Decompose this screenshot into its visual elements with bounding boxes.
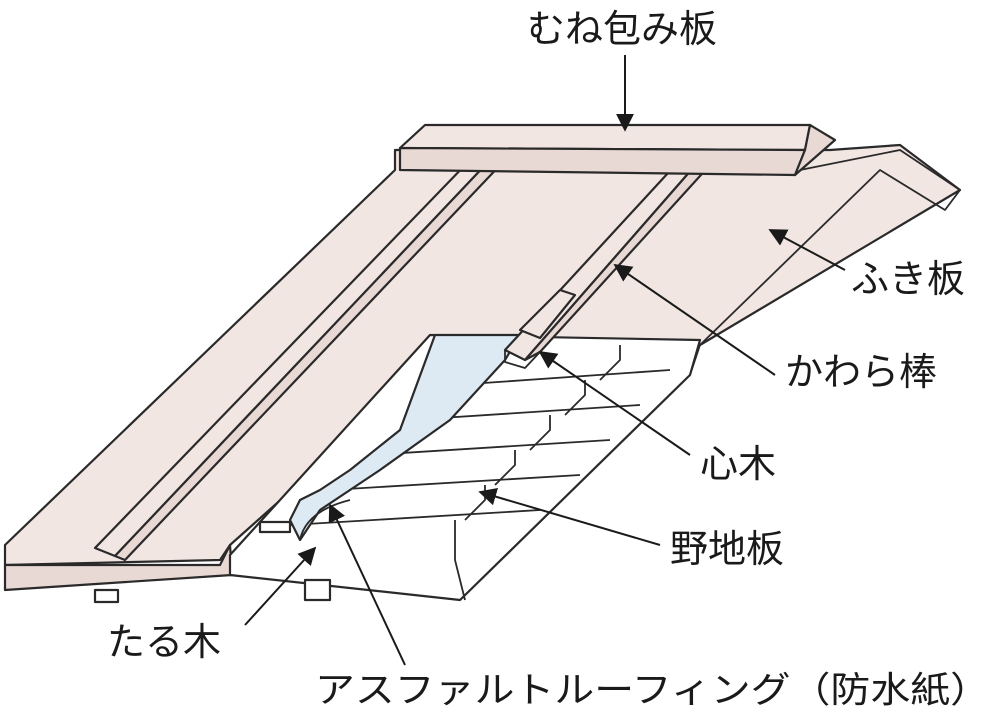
label-sheathing: 野地板 [670, 527, 784, 571]
rafters [93, 520, 332, 604]
label-roofing-board: ふき板 [851, 257, 965, 301]
label-core-wood: 心木 [700, 442, 776, 486]
core-wood-arrow [538, 350, 691, 456]
underlay-arrow [328, 503, 406, 666]
rafter-arrow [244, 546, 317, 626]
batten-arrow [613, 263, 776, 376]
core-wood [518, 288, 577, 340]
ridge-cover [398, 123, 837, 177]
sheathing-arrow [478, 487, 661, 546]
label-batten: かわら棒 [785, 350, 937, 394]
leader-lines [244, 55, 846, 666]
sheathing-boards [228, 333, 702, 602]
label-ridge-cover: むね包み板 [527, 7, 717, 51]
label-underlay: アスファルトルーフィング（防水紙） [315, 670, 990, 711]
label-rafter: たる木 [107, 620, 221, 664]
roofing-board-arrow [768, 229, 846, 271]
